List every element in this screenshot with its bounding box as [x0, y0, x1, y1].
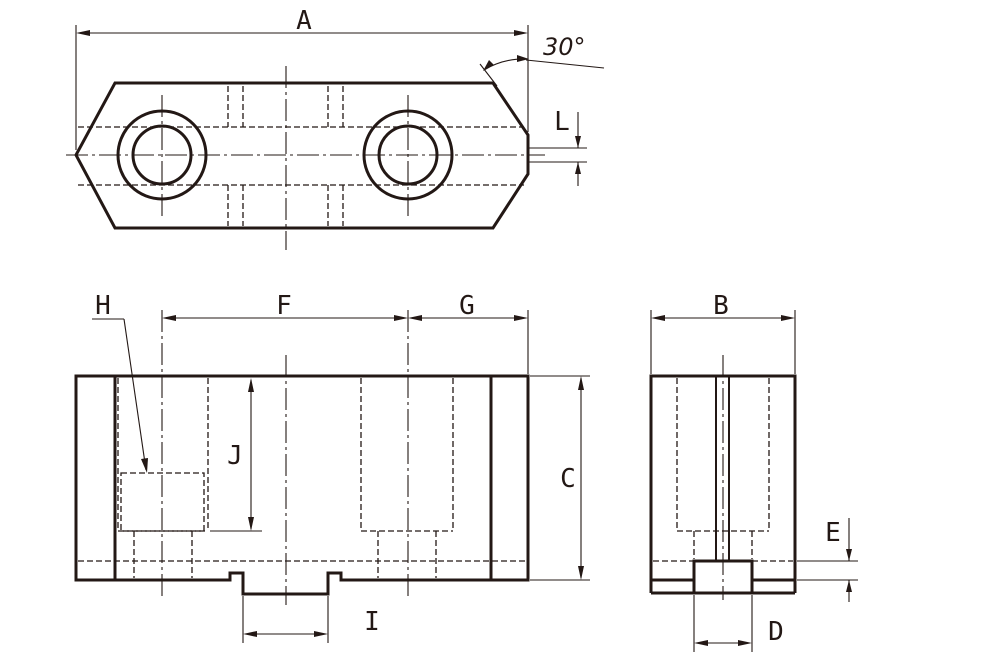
dimension-e: E: [797, 518, 858, 602]
dimension-f-g: F G: [162, 291, 529, 374]
dimension-c: C: [530, 375, 590, 581]
label-c: C: [560, 464, 576, 494]
front-view: [74, 310, 530, 605]
label-e: E: [825, 518, 841, 548]
label-a: A: [296, 6, 312, 36]
label-g: G: [459, 291, 475, 321]
label-i: I: [364, 607, 380, 637]
top-view: [66, 66, 545, 250]
front-hidden-pocket-h: [120, 472, 205, 532]
label-j: J: [227, 441, 243, 471]
dimension-angle: 30°: [479, 33, 605, 87]
label-d: D: [768, 617, 784, 647]
leader-h: H: [92, 291, 148, 473]
dimension-l: L: [528, 107, 587, 186]
label-h: H: [95, 291, 111, 321]
dimension-i: I: [242, 596, 380, 643]
label-angle: 30°: [543, 33, 586, 61]
label-b: B: [713, 291, 729, 321]
label-l: L: [554, 107, 570, 137]
dimension-d: D: [693, 595, 784, 652]
dimension-b: B: [650, 291, 796, 374]
front-view-outline: [74, 374, 530, 596]
dimension-j: J: [210, 378, 262, 532]
side-view: [649, 355, 797, 600]
dimension-a: A: [75, 6, 529, 150]
label-f: F: [276, 291, 292, 321]
